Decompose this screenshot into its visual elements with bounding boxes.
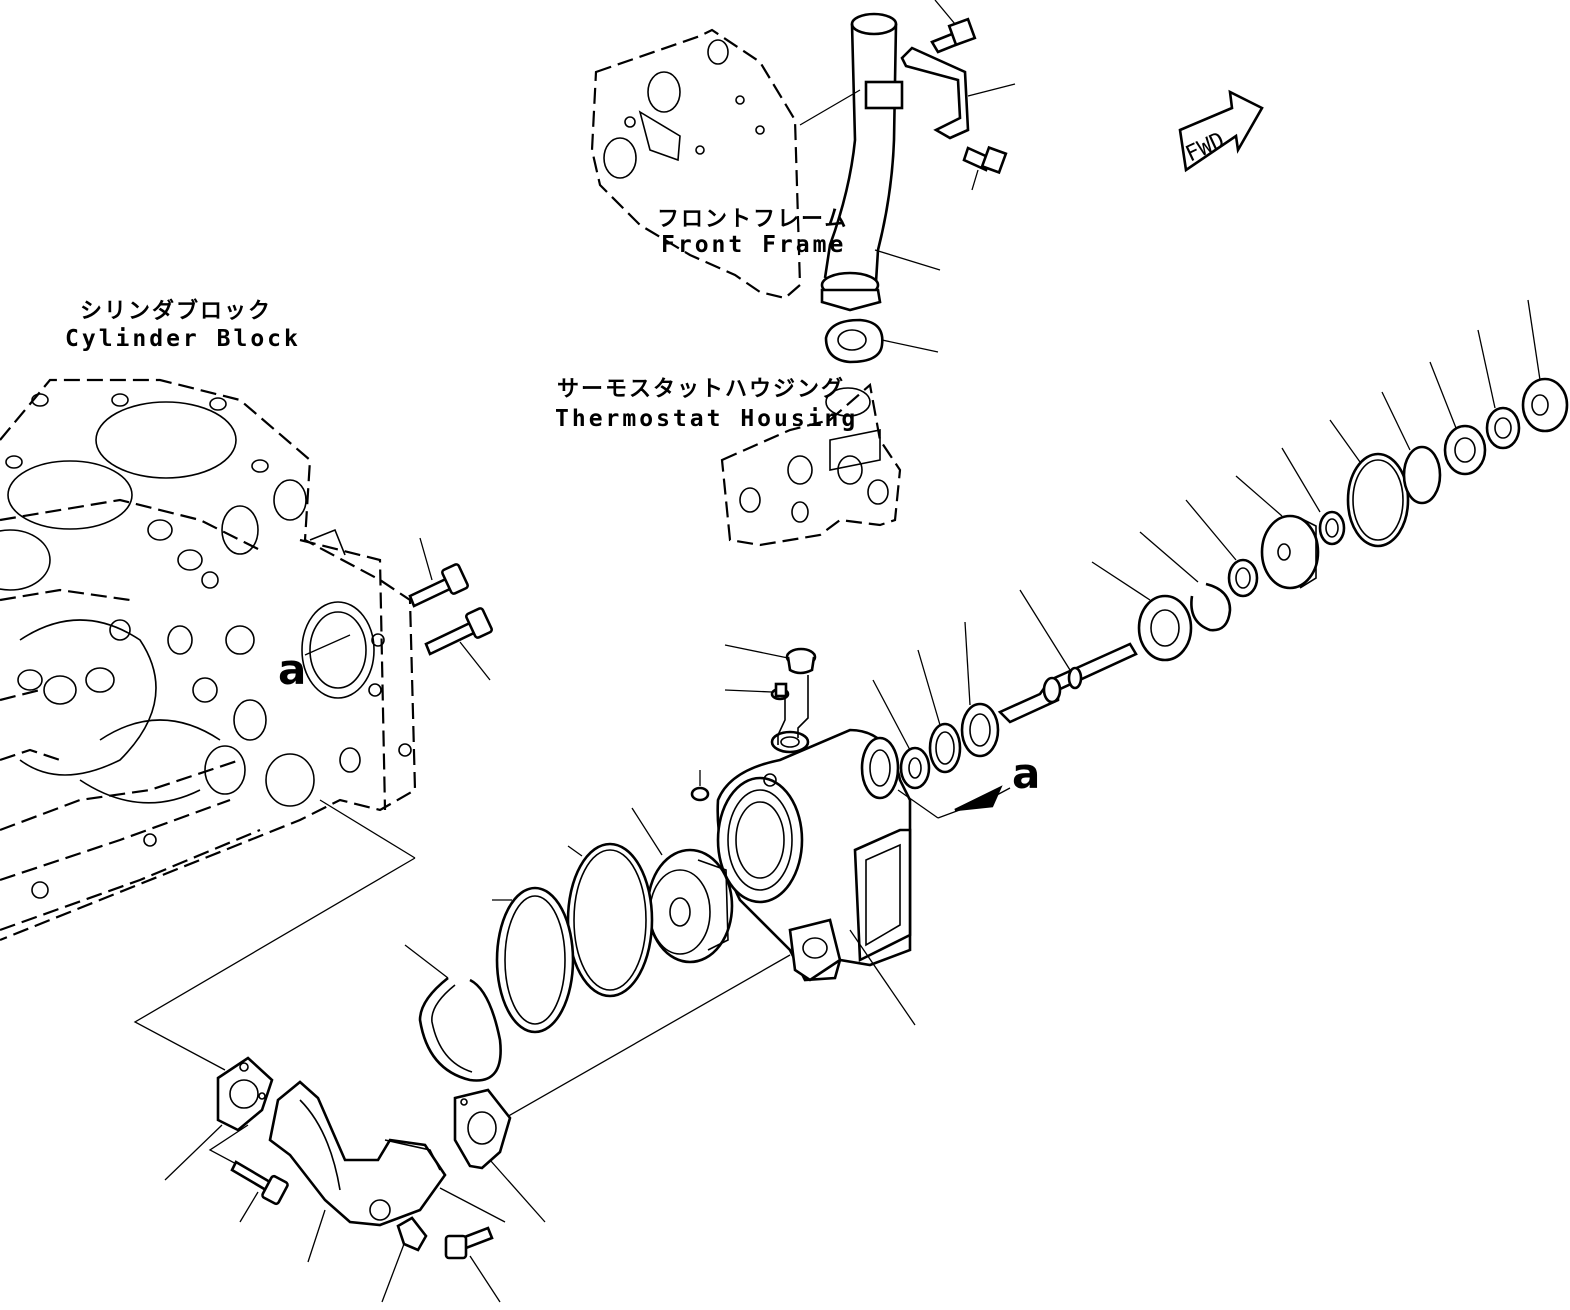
elbow-pipe: [268, 1080, 447, 1227]
o-ring-large: [566, 842, 654, 998]
reference-mark-right: a: [1012, 749, 1040, 798]
outer-seal: [1485, 406, 1521, 450]
ball-bearing: [1137, 594, 1193, 662]
seal-ring: [495, 886, 575, 1034]
impeller: [646, 848, 734, 964]
temperature-sensor: [396, 1216, 428, 1252]
collar: [1318, 510, 1346, 546]
vent-valve: [770, 682, 790, 701]
flange-bolt: [444, 1226, 494, 1260]
drive-gear: [1260, 514, 1320, 590]
spacer: [1227, 558, 1259, 598]
thermostat-housing-label-jp: サーモスタットハウジング: [557, 376, 845, 402]
reference-mark-left: a: [278, 645, 306, 694]
oil-seal: [960, 702, 1000, 758]
fwd-direction-badge: FWD: [1178, 89, 1264, 173]
thermostat-housing-label-en: Thermostat Housing: [555, 406, 858, 432]
shaft-nut: [1521, 377, 1569, 433]
ball-bearing-outer: [1443, 424, 1487, 476]
mounting-bolt-upper: [408, 563, 469, 608]
cylinder-block-outline: [0, 378, 417, 942]
pump-shaft: [997, 642, 1138, 724]
bearing-small: [899, 746, 931, 790]
water-pipe: [820, 12, 904, 312]
washer: [928, 722, 962, 774]
snap-ring-inner: [1190, 582, 1232, 632]
snap-ring: [418, 976, 502, 1082]
front-frame-label-en: Front Frame: [661, 232, 846, 258]
housing-gasket: [453, 1088, 512, 1170]
elbow-bolt: [230, 1160, 289, 1206]
water-pump-housing: [716, 728, 912, 982]
pipe-bracket: [900, 46, 970, 140]
small-plug: [690, 786, 710, 802]
thermostat-housing-outline: [720, 382, 902, 547]
front-frame-outline: [590, 28, 802, 300]
elbow-gasket: [216, 1056, 274, 1132]
bracket-bolt-top: [930, 17, 977, 54]
o-ring-drive: [1346, 452, 1410, 548]
plug-fitting: [785, 647, 817, 675]
o-ring-small: [1402, 445, 1442, 505]
cylinder-block-label-jp: シリンダブロック: [80, 298, 272, 324]
bracket-bolt-lower: [962, 145, 1008, 175]
front-frame-label-jp: フロントフレーム: [657, 207, 848, 232]
pipe-gasket: [824, 318, 884, 364]
mounting-bolt-lower: [424, 607, 493, 656]
cylinder-block-label-en: Cylinder Block: [65, 326, 301, 352]
